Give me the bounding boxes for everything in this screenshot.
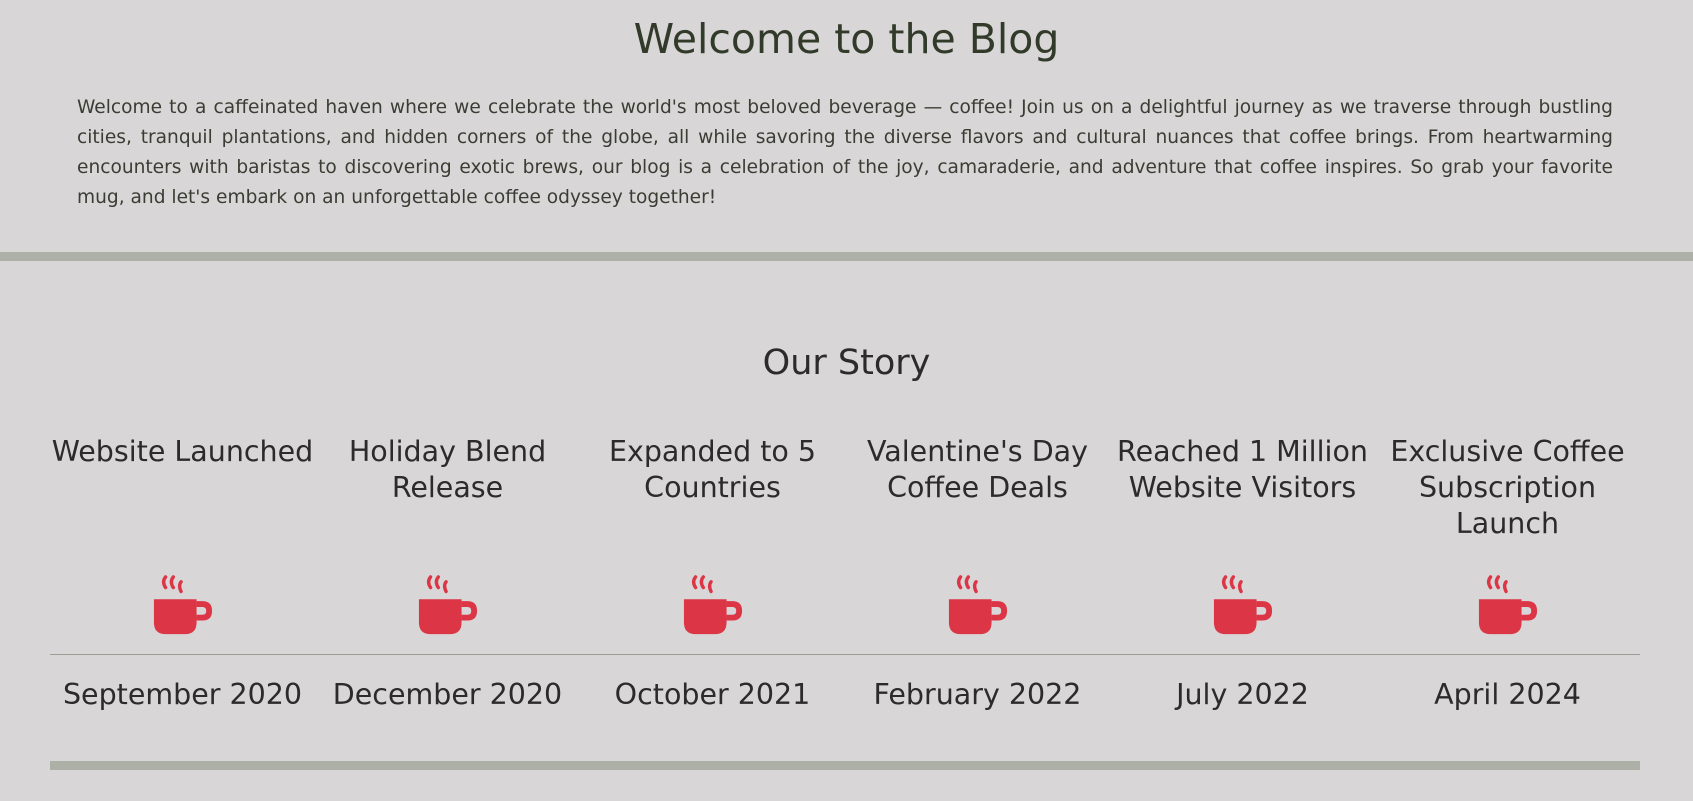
our-story-title: Our Story bbox=[762, 343, 931, 383]
coffee-cup-icon bbox=[948, 575, 1007, 635]
timeline-axis-line bbox=[50, 654, 1640, 655]
coffee-cup-icon bbox=[1478, 575, 1537, 635]
coffee-cup-icon bbox=[683, 575, 742, 635]
timeline-item-title: Exclusive Coffee Subscription Launch bbox=[1390, 435, 1625, 540]
timeline-item-date: April 2024 bbox=[1434, 678, 1581, 711]
timeline-item-title: Website Launched bbox=[51, 435, 314, 468]
timeline-item-date: December 2020 bbox=[332, 678, 563, 711]
timeline-item: Valentine's Day Coffee Deals February 20… bbox=[845, 434, 1110, 734]
timeline-item-date: July 2022 bbox=[1176, 678, 1309, 711]
coffee-cup-icon bbox=[1213, 575, 1272, 635]
timeline-item-title: Valentine's Day Coffee Deals bbox=[867, 435, 1088, 504]
coffee-cup-icon bbox=[153, 575, 212, 635]
welcome-intro-text: Welcome to a caffeinated haven where we … bbox=[77, 97, 1613, 208]
timeline: Website Launched September 2020 Holiday … bbox=[50, 434, 1640, 734]
timeline-item-date: February 2022 bbox=[873, 678, 1082, 711]
timeline-item-date: September 2020 bbox=[62, 678, 303, 711]
timeline-item: Holiday Blend Release December 2020 bbox=[315, 434, 580, 734]
section-divider bbox=[0, 252, 1693, 261]
timeline-item-date: October 2021 bbox=[614, 678, 811, 711]
timeline-item-title: Holiday Blend Release bbox=[348, 435, 547, 504]
timeline-item: Website Launched September 2020 bbox=[50, 434, 315, 734]
section-bottom-divider bbox=[50, 761, 1640, 770]
welcome-section: Welcome to the Blog Welcome to a caffein… bbox=[0, 0, 1693, 252]
welcome-title: Welcome to the Blog bbox=[633, 15, 1060, 63]
timeline-item-title: Reached 1 Million Website Visitors bbox=[1117, 435, 1368, 504]
timeline-item: Expanded to 5 Countries October 2021 bbox=[580, 434, 845, 734]
timeline-item: Reached 1 Million Website Visitors July … bbox=[1110, 434, 1375, 734]
timeline-item-title: Expanded to 5 Countries bbox=[608, 435, 817, 504]
coffee-cup-icon bbox=[418, 575, 477, 635]
timeline-item: Exclusive Coffee Subscription Launch Apr… bbox=[1375, 434, 1640, 734]
